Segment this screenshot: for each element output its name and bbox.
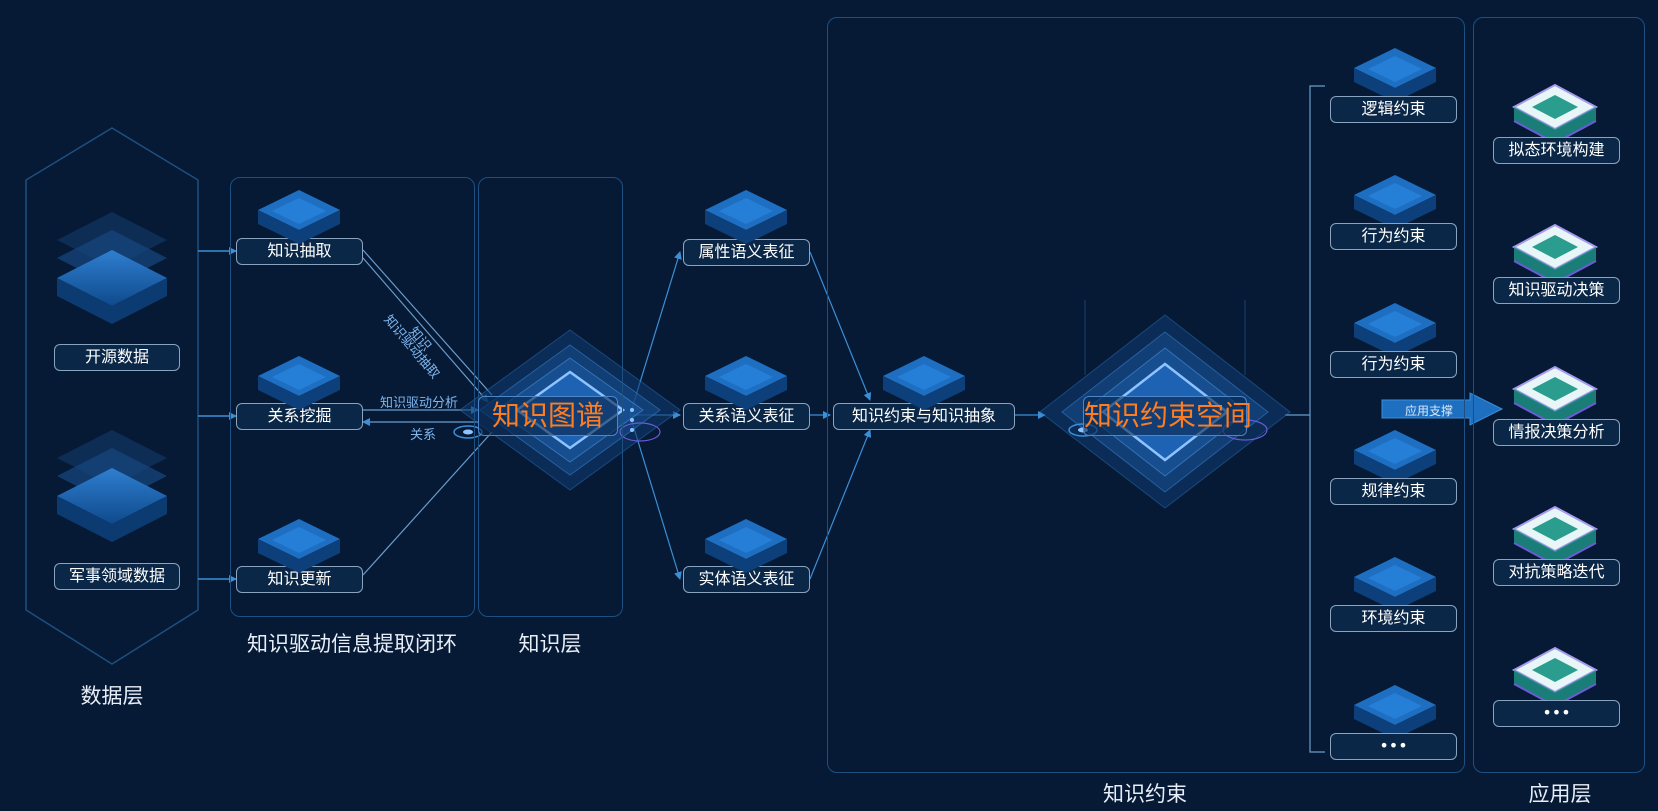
- application-tile-icon: [1511, 223, 1599, 285]
- abstraction-tile-icon: [883, 356, 965, 410]
- knowledge-graph-title: 知识图谱: [478, 396, 618, 436]
- application-tile-icon: [1511, 365, 1599, 427]
- link-update-graph: [362, 431, 493, 576]
- application-tile-icon: [1511, 505, 1599, 567]
- application-layer-title: 应用层: [1528, 782, 1592, 806]
- constraint-label: 环境约束: [1330, 605, 1457, 632]
- application-tile-icon: [1511, 83, 1599, 145]
- link-entity-abs: [809, 429, 872, 580]
- app-support-arrow: [1381, 392, 1504, 426]
- application-tile-icon: [1511, 646, 1599, 708]
- constraint-tile-icon: [1354, 48, 1436, 102]
- knowledge-layer-title: 知识层: [518, 632, 582, 656]
- app-support-label: 应用支撑: [1405, 404, 1454, 418]
- link-graph-entity: [629, 414, 682, 580]
- constraint-tile-icon: [1354, 175, 1436, 229]
- update-tile-icon: [258, 519, 340, 573]
- link-attr-abs: [809, 251, 872, 401]
- open-data-stack-icon: [57, 212, 167, 324]
- extraction-loop-title: 知识驱动信息提取闭环: [247, 632, 457, 656]
- data-layer-hexagon: [25, 127, 199, 665]
- military-data-label: 军事领域数据: [54, 563, 180, 590]
- application-label: 拟态环境构建: [1493, 137, 1620, 164]
- attribute-tile-icon: [705, 190, 787, 244]
- application-label: •••: [1493, 700, 1620, 727]
- abstraction-label: 知识约束与知识抽象: [833, 403, 1015, 430]
- application-label: 情报决策分析: [1493, 419, 1620, 446]
- knowledge-constraint-panel: [827, 17, 1465, 773]
- knowledge-constraint-title: 知识约束: [1103, 782, 1187, 806]
- extract-tile-icon: [258, 190, 340, 244]
- entity-tile-icon: [705, 519, 787, 573]
- link-extract-graph-2: [362, 257, 489, 403]
- constraints-bracket: [1309, 85, 1325, 753]
- constraint-tile-icon: [1354, 303, 1436, 357]
- constraint-tile-icon: [1354, 430, 1436, 484]
- knowledge-layer-panel: [478, 177, 623, 617]
- knowledge-update-label: 知识更新: [236, 566, 363, 593]
- application-layer-panel: [1473, 17, 1645, 773]
- mining-tile-icon: [258, 356, 340, 410]
- data-layer-title: 数据层: [80, 684, 144, 708]
- link-extract-graph: [362, 249, 493, 396]
- relation-mining-label: 关系挖掘: [236, 403, 363, 430]
- edge-relation: 关系: [410, 428, 437, 443]
- constraint-tile-icon: [1354, 685, 1436, 739]
- application-label: 知识驱动决策: [1493, 277, 1620, 304]
- constraint-label: 行为约束: [1330, 351, 1457, 378]
- application-label: 对抗策略迭代: [1493, 559, 1620, 586]
- open-data-label: 开源数据: [54, 344, 180, 371]
- constraint-label: 逻辑约束: [1330, 96, 1457, 123]
- military-data-stack-icon: [57, 430, 167, 542]
- relation-tile-icon: [705, 356, 787, 410]
- constraint-tile-icon: [1354, 557, 1436, 611]
- constraint-label: 规律约束: [1330, 478, 1457, 505]
- extraction-loop-panel: [230, 177, 475, 617]
- edge-driven-analysis: 知识驱动分析: [380, 396, 459, 411]
- constraint-label: •••: [1330, 733, 1457, 760]
- constraint-space-title: 知识约束空间: [1083, 396, 1252, 436]
- constraint-label: 行为约束: [1330, 223, 1457, 250]
